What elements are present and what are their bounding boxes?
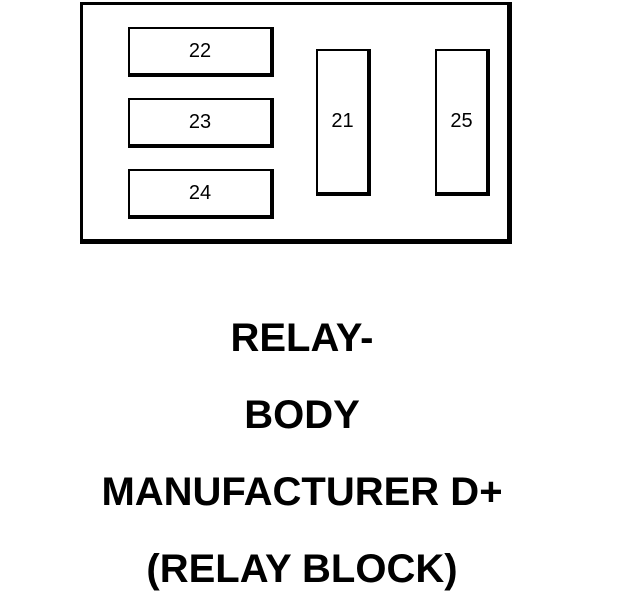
relay-21-label: 21 [331, 110, 354, 132]
relay-21: 21 [316, 49, 371, 196]
caption-line-3: MANUFACTURER D+ [101, 470, 503, 514]
caption-line-4: (RELAY BLOCK) [146, 547, 458, 591]
relay-24-label: 24 [188, 181, 212, 204]
relay-24: 24 [128, 169, 274, 219]
relay-block-outline: 22 23 24 21 25 [80, 2, 512, 244]
caption-line-2: BODY [244, 393, 360, 437]
caption-line-1: RELAY- [230, 316, 374, 360]
diagram-caption: RELAY- BODY MANUFACTURER D+ (RELAY BLOCK… [0, 300, 604, 608]
relay-25-label: 25 [450, 110, 473, 132]
relay-23: 23 [128, 98, 274, 148]
relay-25: 25 [435, 49, 490, 196]
relay-23-label: 23 [188, 110, 212, 133]
relay-22-label: 22 [188, 39, 212, 62]
relay-22: 22 [128, 27, 274, 77]
